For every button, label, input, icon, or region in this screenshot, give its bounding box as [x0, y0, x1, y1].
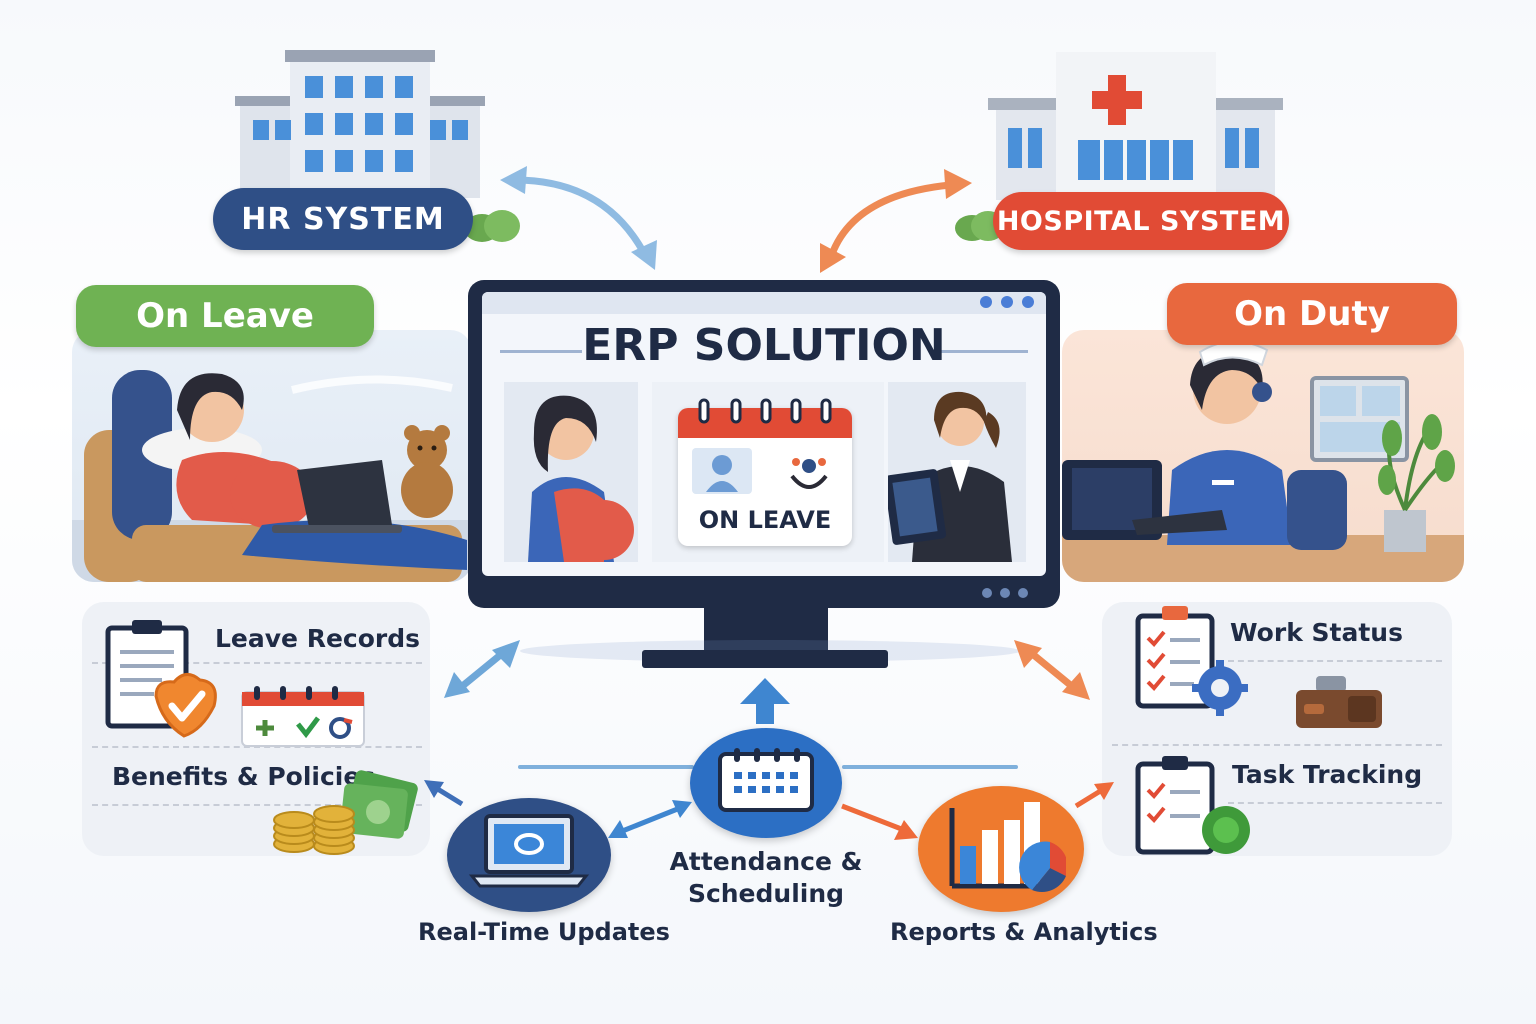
hospital-system-badge: HOSPITAL SYSTEM — [993, 192, 1289, 250]
on-duty-badge: On Duty — [1167, 283, 1457, 345]
sync-arrow-icon — [444, 640, 520, 698]
checklist-gear-icon — [1135, 606, 1248, 716]
calendar-icon: ON LEAVE — [678, 408, 852, 546]
briefcase-icon — [1296, 676, 1382, 728]
erp-title: ERP SOLUTION — [582, 320, 946, 371]
on-leave-scene — [72, 330, 472, 582]
calendar-on-leave-label: ON LEAVE — [698, 506, 832, 534]
sync-arrow-icon — [500, 166, 657, 270]
hospital-building-icon — [988, 52, 1283, 200]
hub-line — [842, 765, 1018, 769]
sync-arrow-icon — [608, 800, 692, 838]
leave-records-label: Leave Records — [215, 624, 421, 653]
realtime-updates-label: Real-Time Updates — [418, 918, 670, 946]
hr-system-badge: HR SYSTEM — [213, 188, 473, 250]
on-leave-badge: On Leave — [76, 285, 374, 347]
hr-building-icon — [235, 50, 485, 198]
screen-dots — [982, 588, 1028, 598]
monitor-neck — [704, 608, 828, 652]
laptop-icon — [468, 814, 590, 888]
resting-mother-illustration — [72, 370, 472, 582]
calendar-grid-icon — [718, 748, 814, 812]
attendance-label-line2: Scheduling — [687, 879, 845, 908]
up-arrow-icon — [740, 678, 790, 724]
window-controls — [980, 296, 1034, 308]
clipboard-check-icon — [105, 620, 217, 738]
coins-cash-icon — [273, 770, 418, 855]
on-duty-scene — [1062, 330, 1464, 582]
pregnant-employee-panel — [504, 382, 638, 562]
arrow-icon — [841, 803, 918, 840]
hub-line — [518, 765, 694, 769]
bar-chart-icon — [949, 802, 1066, 892]
task-tracking-label: Task Tracking — [1232, 760, 1423, 789]
bush-icon — [464, 210, 520, 242]
monitor-base — [642, 650, 888, 668]
arrow-icon — [424, 780, 464, 807]
attendance-label-line1: Attendance & — [669, 847, 863, 876]
manager-panel — [888, 382, 1026, 562]
small-calendar-icon — [241, 686, 365, 747]
arrow-icon — [1074, 782, 1114, 809]
benefits-policies-label: Benefits & Policies — [112, 762, 376, 791]
nurse-at-desk-illustration — [1062, 340, 1464, 582]
sync-arrow-icon — [1014, 640, 1090, 700]
reports-analytics-label: Reports & Analytics — [890, 918, 1158, 946]
calendar-rings-icon — [698, 398, 832, 424]
sync-arrow-icon — [820, 169, 972, 273]
clipboard-task-icon — [1135, 756, 1250, 855]
work-status-label: Work Status — [1230, 618, 1403, 647]
